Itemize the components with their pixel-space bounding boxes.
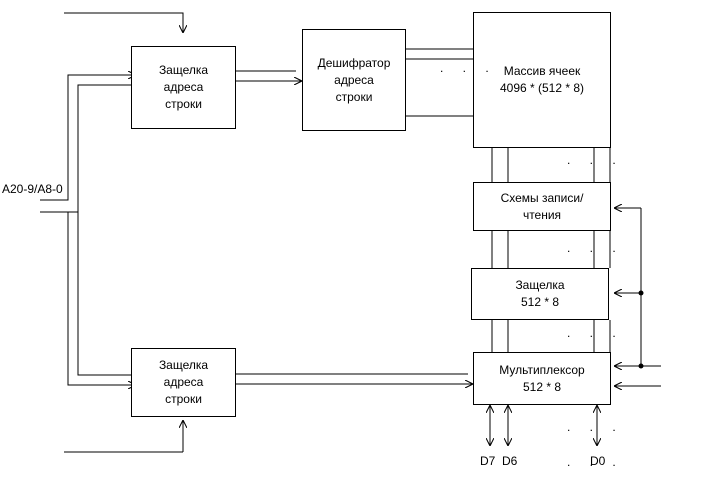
block-text: строки — [165, 97, 202, 111]
junction-mux — [638, 363, 644, 369]
bus-to-top-latch-outer — [40, 75, 136, 201]
block-text: строки — [335, 89, 373, 104]
block-text: Защелка — [515, 278, 565, 292]
block-text: Защелка — [158, 358, 209, 372]
multiplexer: Мультиплексор 512 * 8 — [473, 352, 611, 405]
address-input-label: A20-9/A8-0 — [2, 182, 63, 196]
d6-label: D6 — [502, 454, 518, 468]
row-address-latch-top: Защелка адреса строки — [131, 46, 236, 129]
latch-mux-bus — [491, 320, 611, 352]
ellipsis-data-labels: . . . — [567, 455, 624, 469]
block-text: Дешифратор — [317, 55, 391, 70]
block-text: 4096 * (512 * 8) — [499, 81, 585, 95]
block-text: Схемы записи/ — [500, 190, 584, 205]
ellipsis-data-io: . . . — [567, 420, 624, 434]
row-address-decoder: Дешифратор адреса строки — [302, 29, 406, 131]
block-text: адреса — [334, 72, 374, 87]
junction-latch — [638, 290, 644, 296]
block-text: Защелка — [158, 63, 209, 77]
row-address-latch-bottom: Защелка адреса строки — [131, 348, 236, 417]
bus-to-bottom-latch-outer — [67, 212, 136, 385]
cell-array: Массив ячеек 4096 * (512 * 8) — [473, 12, 611, 148]
block-text: строки — [165, 392, 202, 406]
ellipsis-decoder-lines: . . . — [440, 61, 497, 75]
array-writeread-bus — [491, 148, 611, 182]
d0-label: D0 — [590, 454, 606, 468]
data-latch: Защелка 512 * 8 — [471, 268, 609, 320]
write-read-circuits: Схемы записи/ чтения — [473, 182, 611, 231]
top-control-line — [64, 12, 183, 33]
block-text: адреса — [163, 80, 204, 94]
ellipsis-bus-1: . . . — [567, 153, 624, 167]
block-text: адреса — [163, 375, 204, 389]
block-text: 512 * 8 — [522, 379, 562, 394]
block-text: Мультиплексор — [499, 362, 585, 377]
block-text: чтения — [522, 207, 562, 222]
d7-label: D7 — [480, 454, 496, 468]
writeread-latch-bus — [491, 231, 611, 268]
bus-to-top-latch-inner — [40, 84, 131, 213]
bus-to-bottom-latch-inner — [77, 200, 131, 376]
ellipsis-bus-3: . . . — [567, 326, 624, 340]
block-text: Массив ячеек — [503, 64, 581, 78]
ellipsis-bus-2: . . . — [567, 241, 624, 255]
block-text: 512 * 8 — [520, 295, 560, 309]
